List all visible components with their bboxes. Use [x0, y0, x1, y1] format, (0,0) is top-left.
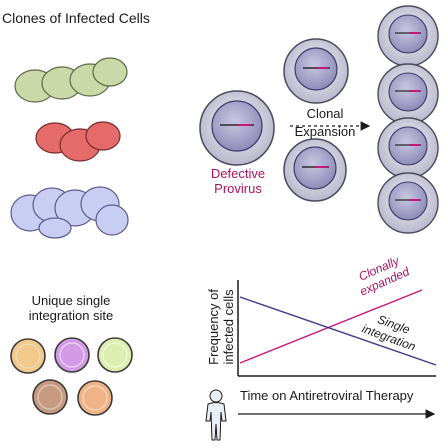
defective-label-line2: Provirus: [214, 180, 262, 196]
green-clone-group: [14, 57, 128, 103]
clonal-label-line2: Expansion: [294, 123, 356, 139]
unique-label-line2: integration site: [28, 307, 114, 323]
clonal-expansion-label: Clonal Expansion: [285, 106, 365, 140]
clonal-column: [377, 5, 439, 234]
chart-ylabel: Frequency of infected cells: [206, 267, 237, 387]
defective-label-line1: Defective: [210, 166, 266, 181]
defective-provirus-label: Defective Provirus: [188, 166, 288, 197]
single-integration-line: [239, 296, 437, 366]
chart-axes: [237, 280, 436, 377]
person-icon: [205, 389, 227, 441]
unique-integration-label: Unique single integration site: [6, 293, 136, 324]
expansion-cell-top: [283, 38, 349, 104]
ylabel-line1: Frequency of: [206, 289, 222, 365]
unique-label-line1: Unique single: [31, 293, 111, 308]
blue-clone-group: [10, 186, 129, 239]
clonal-label-line1: Clonal: [306, 106, 344, 121]
clonally-expanded-line: [239, 289, 423, 364]
defective-provirus-cell: [199, 90, 275, 166]
unique-cell-group: [10, 337, 133, 416]
red-clone-group: [35, 121, 121, 162]
diagram-title: Clones of Infected Cells: [2, 10, 150, 26]
chart-xlabel: Time on Antiretroviral Therapy: [240, 388, 414, 403]
ylabel-line2: infected cells: [221, 289, 236, 365]
expansion-cell-bottom: [283, 138, 347, 202]
